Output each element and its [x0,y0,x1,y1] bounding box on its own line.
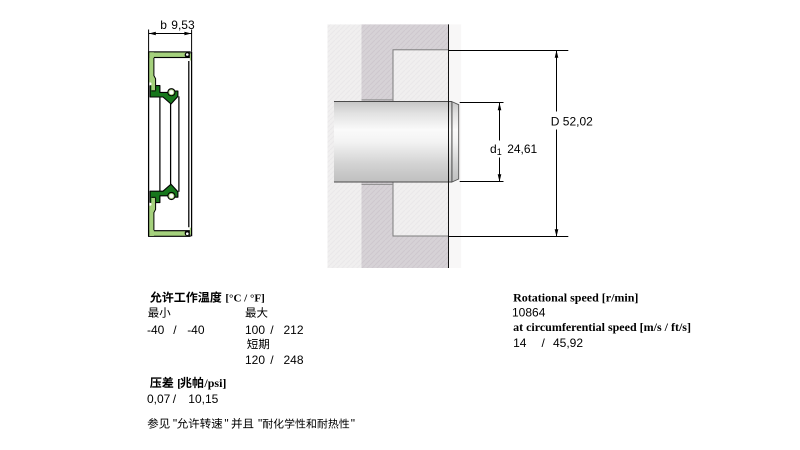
svg-text:10,15: 10,15 [188,392,218,406]
svg-text:100: 100 [245,323,265,337]
svg-text:": " [224,417,228,431]
svg-text:248: 248 [284,353,304,367]
svg-text:d: d [490,142,497,156]
svg-text:9,53: 9,53 [171,18,195,32]
svg-text:/: / [173,392,177,406]
svg-text:1: 1 [497,147,502,157]
svg-text:": " [258,417,262,431]
svg-text:45,92: 45,92 [553,336,583,350]
svg-text:52,02: 52,02 [563,114,593,128]
svg-text:/: / [270,323,274,337]
svg-text:D: D [551,114,560,128]
svg-text:Rotational speed [r/min]: Rotational speed [r/min] [513,290,638,304]
svg-text:/psi]: /psi] [203,376,226,390]
svg-text:[: [ [177,376,181,390]
svg-text:120: 120 [245,353,265,367]
svg-text:b: b [160,18,167,32]
svg-text:24,61: 24,61 [507,142,537,156]
svg-text:": " [351,417,355,431]
svg-text:": " [173,417,177,431]
svg-text:10864: 10864 [512,305,546,319]
svg-text:-40: -40 [187,323,205,337]
svg-text:212: 212 [284,323,304,337]
svg-text:0,07: 0,07 [147,392,171,406]
svg-text:at circumferential speed [m/s: at circumferential speed [m/s / ft/s] [513,320,691,334]
svg-text:[°C / °F]: [°C / °F] [225,293,264,305]
svg-text:14: 14 [513,336,527,350]
svg-text:/: / [270,353,274,367]
svg-text:/: / [542,336,546,350]
svg-text:-40: -40 [147,323,165,337]
svg-text:/: / [173,323,177,337]
